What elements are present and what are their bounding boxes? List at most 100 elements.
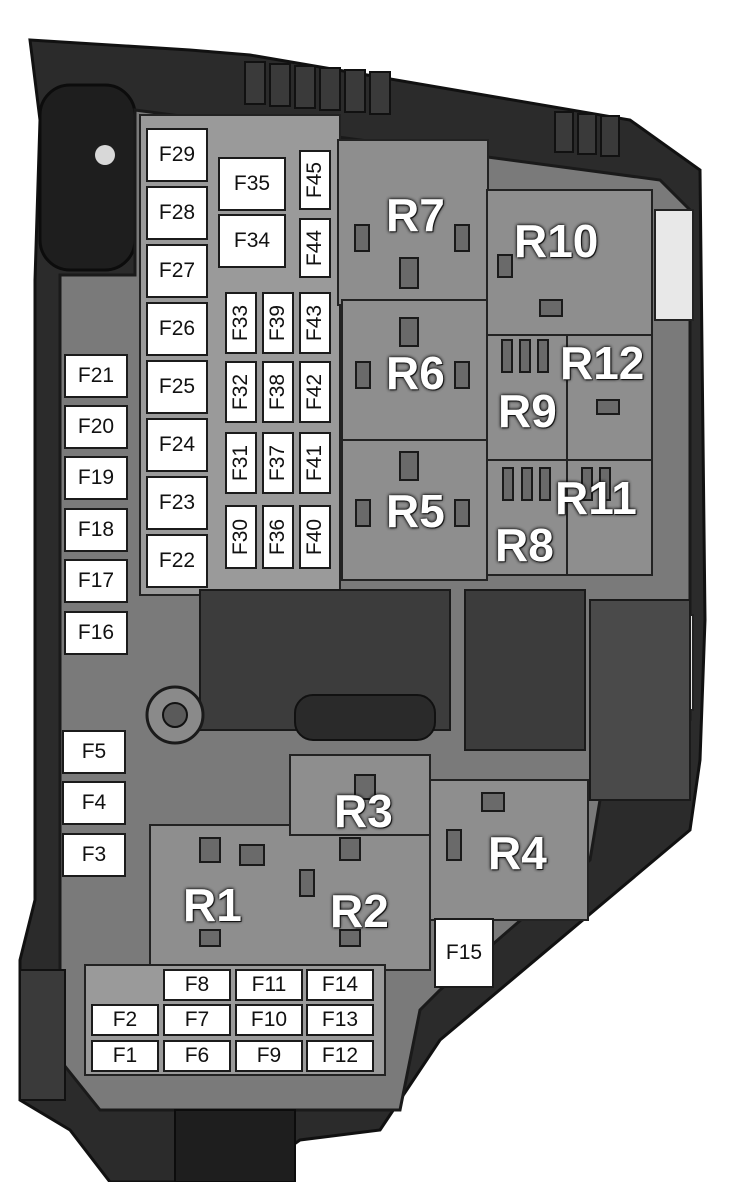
fuse-f35-label: F35 [233, 172, 271, 195]
fuse-f41: F41 [299, 432, 331, 494]
fuse-f28: F28 [146, 186, 208, 240]
fuse-f31-label: F31 [229, 444, 252, 482]
left-bottom-clip [19, 969, 66, 1101]
fuse-f32-label: F32 [229, 373, 252, 411]
fuse-f33: F33 [225, 292, 257, 354]
relay-r4-label: R4 [488, 827, 547, 879]
fuse-f7: F7 [163, 1004, 231, 1036]
fuse-f27-label: F27 [158, 259, 196, 282]
fuse-f37: F37 [262, 432, 294, 494]
fuse-f17: F17 [64, 559, 128, 603]
relay-r2-label: R2 [330, 885, 389, 937]
fuse-f2: F2 [91, 1004, 159, 1036]
fuse-f16: F16 [64, 611, 128, 655]
fuse-f39-label: F39 [266, 304, 289, 342]
fuse-f34-label: F34 [233, 229, 271, 252]
fuse-f43-label: F43 [303, 304, 326, 342]
fuse-f35: F35 [218, 157, 286, 211]
fuse-f20: F20 [64, 405, 128, 449]
fuse-f29: F29 [146, 128, 208, 182]
relay-terminals [199, 224, 620, 947]
fuse-f42: F42 [299, 361, 331, 423]
fuse-f44-label: F44 [303, 229, 326, 267]
fuse-f29-label: F29 [158, 143, 196, 166]
relay-r1-label: R1 [183, 879, 242, 931]
fuse-f4: F4 [62, 781, 126, 825]
fuse-f3: F3 [62, 833, 126, 877]
fuse-f6: F6 [163, 1040, 231, 1072]
fuse-f21: F21 [64, 354, 128, 398]
fuse-f27: F27 [146, 244, 208, 298]
fuse-f38: F38 [262, 361, 294, 423]
fuse-f9: F9 [235, 1040, 303, 1072]
fuse-f18-label: F18 [77, 518, 115, 541]
middle-slot [294, 694, 436, 741]
fuse-f8-label: F8 [184, 973, 210, 996]
fuse-f33-label: F33 [229, 304, 252, 342]
fuse-f40-label: F40 [303, 518, 326, 556]
fuse-f19-label: F19 [77, 466, 115, 489]
fuse-f31: F31 [225, 432, 257, 494]
right-clip-top [654, 209, 694, 321]
fuse-f43: F43 [299, 292, 331, 354]
fuse-f44: F44 [299, 218, 331, 278]
fuse-f24-label: F24 [158, 433, 196, 456]
fuse-f26: F26 [146, 302, 208, 356]
fuse-f22-label: F22 [158, 549, 196, 572]
fuse-f18: F18 [64, 508, 128, 552]
fuse-f45: F45 [299, 150, 331, 210]
fuse-f5: F5 [62, 730, 126, 774]
fuse-f11: F11 [235, 969, 303, 1001]
fuse-f11-label: F11 [251, 973, 287, 996]
right-dark-channel [589, 599, 691, 801]
fuse-f34: F34 [218, 214, 286, 268]
fuse-f45-label: F45 [303, 161, 326, 199]
fuse-f4-label: F4 [81, 791, 107, 814]
fuse-f39: F39 [262, 292, 294, 354]
fuse-f14: F14 [306, 969, 374, 1001]
fuse-f42-label: F42 [303, 373, 326, 411]
fuse-f15-label: F15 [445, 941, 483, 964]
fuse-f28-label: F28 [158, 201, 196, 224]
fuse-f5-label: F5 [81, 740, 107, 763]
fuse-f20-label: F20 [77, 415, 115, 438]
relay-r9-label: R9 [498, 385, 557, 437]
fuse-f17-label: F17 [77, 569, 115, 592]
fuse-f36: F36 [262, 505, 294, 569]
relay-r6-label: R6 [386, 347, 445, 399]
fuse-f25: F25 [146, 360, 208, 414]
top-connector [244, 61, 620, 157]
fuse-f30: F30 [225, 505, 257, 569]
fuse-f1-label: F1 [112, 1044, 138, 1067]
left-cylinder [38, 83, 137, 272]
fuse-f1: F1 [91, 1040, 159, 1072]
relay-module-r12 [566, 334, 653, 461]
fuse-f12: F12 [306, 1040, 374, 1072]
fuse-f8: F8 [163, 969, 231, 1001]
fuse-f13-label: F13 [321, 1008, 359, 1031]
fuse-f9-label: F9 [256, 1044, 282, 1067]
relay-r11-label: R11 [555, 472, 637, 524]
fuse-f41-label: F41 [303, 444, 326, 482]
relay-r8-label: R8 [495, 519, 554, 571]
fuse-f10-label: F10 [250, 1008, 288, 1031]
fuse-f37-label: F37 [266, 444, 289, 482]
fuse-f32: F32 [225, 361, 257, 423]
relay-module-r1-r2 [149, 824, 431, 971]
fuse-f2-label: F2 [112, 1008, 138, 1031]
fuse-f21-label: F21 [77, 364, 115, 387]
fuse-f30-label: F30 [229, 518, 252, 556]
fuse-f13: F13 [306, 1004, 374, 1036]
fuse-f12-label: F12 [321, 1044, 359, 1067]
middle-cavity-right [464, 589, 586, 751]
fuse-f6-label: F6 [184, 1044, 210, 1067]
relay-module-r10 [486, 189, 653, 336]
fuse-f26-label: F26 [158, 317, 196, 340]
relay-r5-label: R5 [386, 485, 445, 537]
mount-bolt-center [162, 702, 188, 728]
fuse-f22: F22 [146, 534, 208, 588]
fuse-f23: F23 [146, 476, 208, 530]
fuse-f16-label: F16 [77, 621, 115, 644]
fuse-f40: F40 [299, 505, 331, 569]
relay-r10-label: R10 [514, 215, 599, 267]
